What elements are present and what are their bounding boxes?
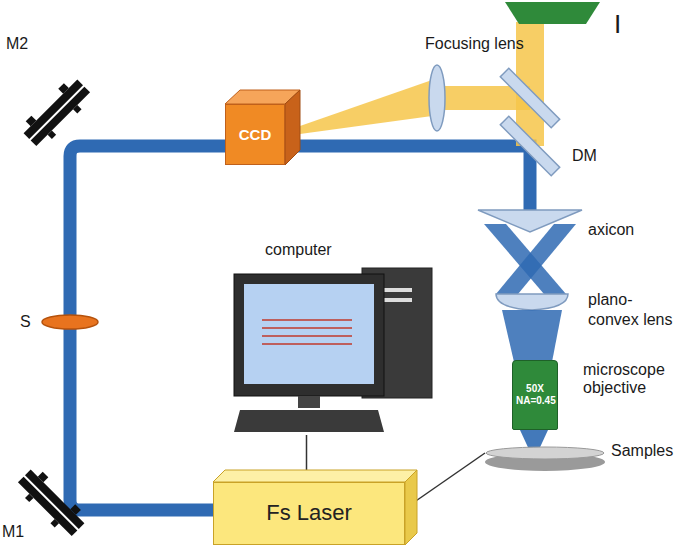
part-label: S (20, 312, 40, 332)
imaging-light-cone (300, 80, 432, 134)
laser-beam (70, 146, 530, 510)
node-text: computer (265, 240, 332, 259)
shutter (42, 315, 98, 329)
bessel-beam (496, 224, 576, 294)
part-label: axicon (588, 220, 658, 240)
laser-box: Fs Laser (213, 482, 405, 545)
part-label: Focusing lens (425, 34, 555, 54)
objective-box: 50X NA=0.45microscope objective (512, 360, 558, 430)
laser-top (213, 470, 417, 482)
part-label: I (614, 8, 644, 41)
computer-box: computer (232, 240, 432, 435)
sample-disk-shape (485, 446, 605, 464)
sample-disk: Samples (485, 446, 605, 464)
node-text: CCD (239, 126, 272, 144)
illumination-source (505, 2, 600, 24)
laser-side (405, 470, 417, 545)
node-text: 50X NA=0.45 (516, 383, 554, 407)
part-label: DM (572, 146, 612, 166)
node-heading: microscope objective (583, 361, 675, 397)
mirror-m2 (19, 75, 95, 151)
computer-illustration (234, 268, 432, 432)
mirror-m1 (14, 465, 90, 541)
laser-beam (502, 310, 562, 362)
focusing-lens (429, 65, 445, 131)
plano-convex-lens (496, 294, 568, 310)
camera-box: CCD (225, 104, 285, 165)
camera-side (285, 90, 300, 165)
part-label: M2 (6, 34, 46, 54)
node-text: Fs Laser (266, 500, 352, 526)
part-label: plano- convex lens (588, 290, 678, 330)
node-text: Samples (611, 442, 673, 460)
part-label: M1 (2, 522, 42, 542)
dichroic-mirror (500, 116, 559, 175)
